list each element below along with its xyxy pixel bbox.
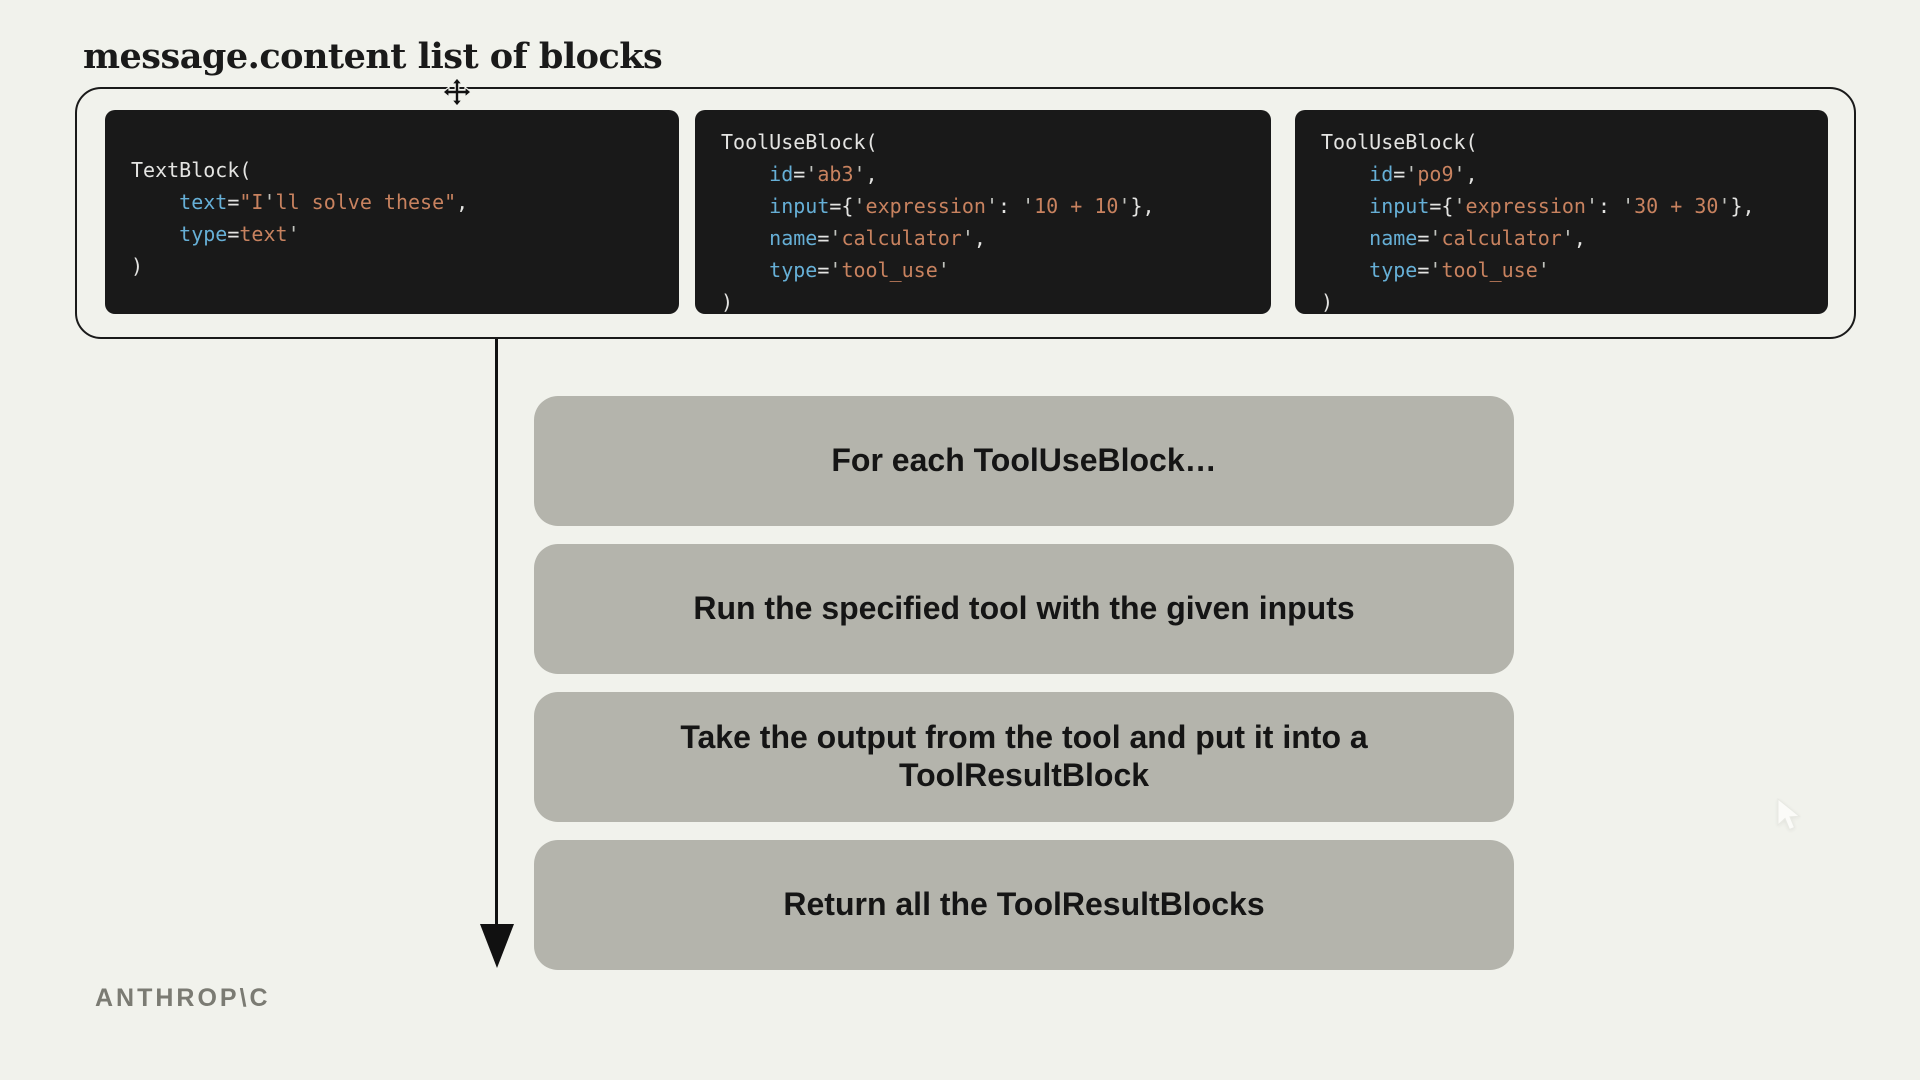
mouse-pointer-icon [1777, 798, 1801, 831]
step-label: Return all the ToolResultBlocks [783, 886, 1265, 923]
flow-arrow-head [480, 924, 514, 968]
step-box-return-results: Return all the ToolResultBlocks [534, 840, 1514, 970]
flow-arrow-line [495, 339, 498, 928]
code-block-tooluse-po9: ToolUseBlock( id='po9', input={'expressi… [1295, 110, 1828, 314]
step-box-run-tool: Run the specified tool with the given in… [534, 544, 1514, 674]
page-title: message.content list of blocks [83, 36, 663, 77]
code-block-tooluse-ab3: ToolUseBlock( id='ab3', input={'expressi… [695, 110, 1271, 314]
code-block-textblock: TextBlock( text="I'll solve these", type… [105, 110, 679, 314]
move-cursor-icon [442, 77, 472, 107]
anthropic-logo: ANTHROP\C [95, 984, 271, 1012]
step-label: Run the specified tool with the given in… [693, 590, 1355, 627]
step-label: For each ToolUseBlock… [831, 442, 1217, 479]
message-content-container[interactable]: TextBlock( text="I'll solve these", type… [75, 87, 1856, 339]
step-box-take-output: Take the output from the tool and put it… [534, 692, 1514, 822]
step-box-for-each: For each ToolUseBlock… [534, 396, 1514, 526]
step-label: Take the output from the tool and put it… [680, 719, 1368, 793]
